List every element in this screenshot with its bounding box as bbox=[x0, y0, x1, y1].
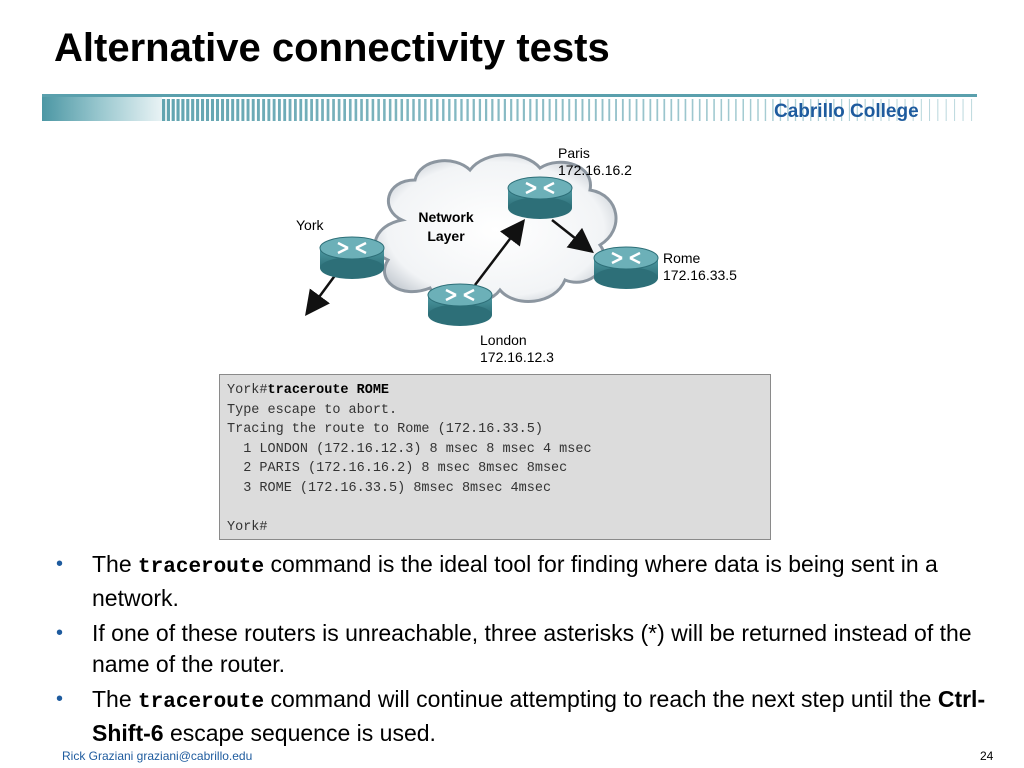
network-diagram: Network Layer York Paris 172.16.16.2 Rom… bbox=[296, 145, 737, 365]
router-ip-paris: 172.16.16.2 bbox=[558, 162, 632, 178]
bullet-item: • The traceroute command will continue a… bbox=[56, 686, 986, 746]
bullet-item: • If one of these routers is unreachable… bbox=[56, 620, 972, 677]
page-number: 24 bbox=[980, 749, 994, 763]
router-icon-york bbox=[319, 236, 385, 279]
bullet-dot-icon: • bbox=[56, 553, 64, 575]
terminal-prompt: York# bbox=[227, 383, 268, 398]
slide-title: Alternative connectivity tests bbox=[54, 26, 610, 70]
router-icon-london bbox=[427, 283, 493, 326]
cloud-label-line2: Layer bbox=[427, 228, 465, 244]
code-text: traceroute bbox=[138, 556, 265, 579]
terminal-line: 1 LONDON (172.16.12.3) 8 msec 8 msec 4 m… bbox=[227, 441, 592, 457]
router-ip-rome: 172.16.33.5 bbox=[663, 267, 737, 283]
bullet-dot-icon: • bbox=[56, 622, 64, 644]
footer-author: Rick Graziani graziani@cabrillo.edu bbox=[62, 749, 253, 763]
terminal-line: 3 ROME (172.16.33.5) 8msec 8msec 4msec bbox=[227, 480, 552, 496]
router-icon-paris bbox=[507, 176, 573, 219]
router-label-rome: Rome bbox=[663, 250, 701, 266]
cloud-label-line1: Network bbox=[418, 209, 473, 225]
arrow-london-paris bbox=[474, 219, 526, 286]
terminal-command: traceroute ROME bbox=[267, 383, 390, 398]
key-sequence: Ctrl-Shift-6 bbox=[92, 686, 986, 746]
college-logo: Cabrillo College bbox=[774, 101, 919, 122]
terminal-line: 2 PARIS (172.16.16.2) 8 msec 8msec 8msec bbox=[227, 461, 568, 476]
bullet-list: • The traceroute command is the ideal to… bbox=[56, 549, 996, 753]
terminal-line: York# bbox=[227, 519, 268, 535]
bullet-dot-icon: • bbox=[56, 688, 64, 710]
router-icon-rome bbox=[593, 246, 659, 289]
terminal-output: York#traceroute ROME Type escape to abor… bbox=[219, 374, 771, 540]
router-label-paris: Paris bbox=[558, 145, 590, 161]
terminal-line: Type escape to abort. bbox=[227, 402, 398, 418]
router-label-london: London bbox=[480, 332, 527, 348]
router-ip-london: 172.16.12.3 bbox=[480, 349, 554, 365]
code-text: traceroute bbox=[138, 691, 265, 714]
header-banner bbox=[42, 94, 977, 121]
terminal-line: Tracing the route to Rome (172.16.33.5) bbox=[227, 422, 543, 437]
router-label-york: York bbox=[296, 217, 325, 233]
bullet-item: • The traceroute command is the ideal to… bbox=[56, 551, 938, 611]
arrow-paris-rome bbox=[551, 219, 594, 254]
